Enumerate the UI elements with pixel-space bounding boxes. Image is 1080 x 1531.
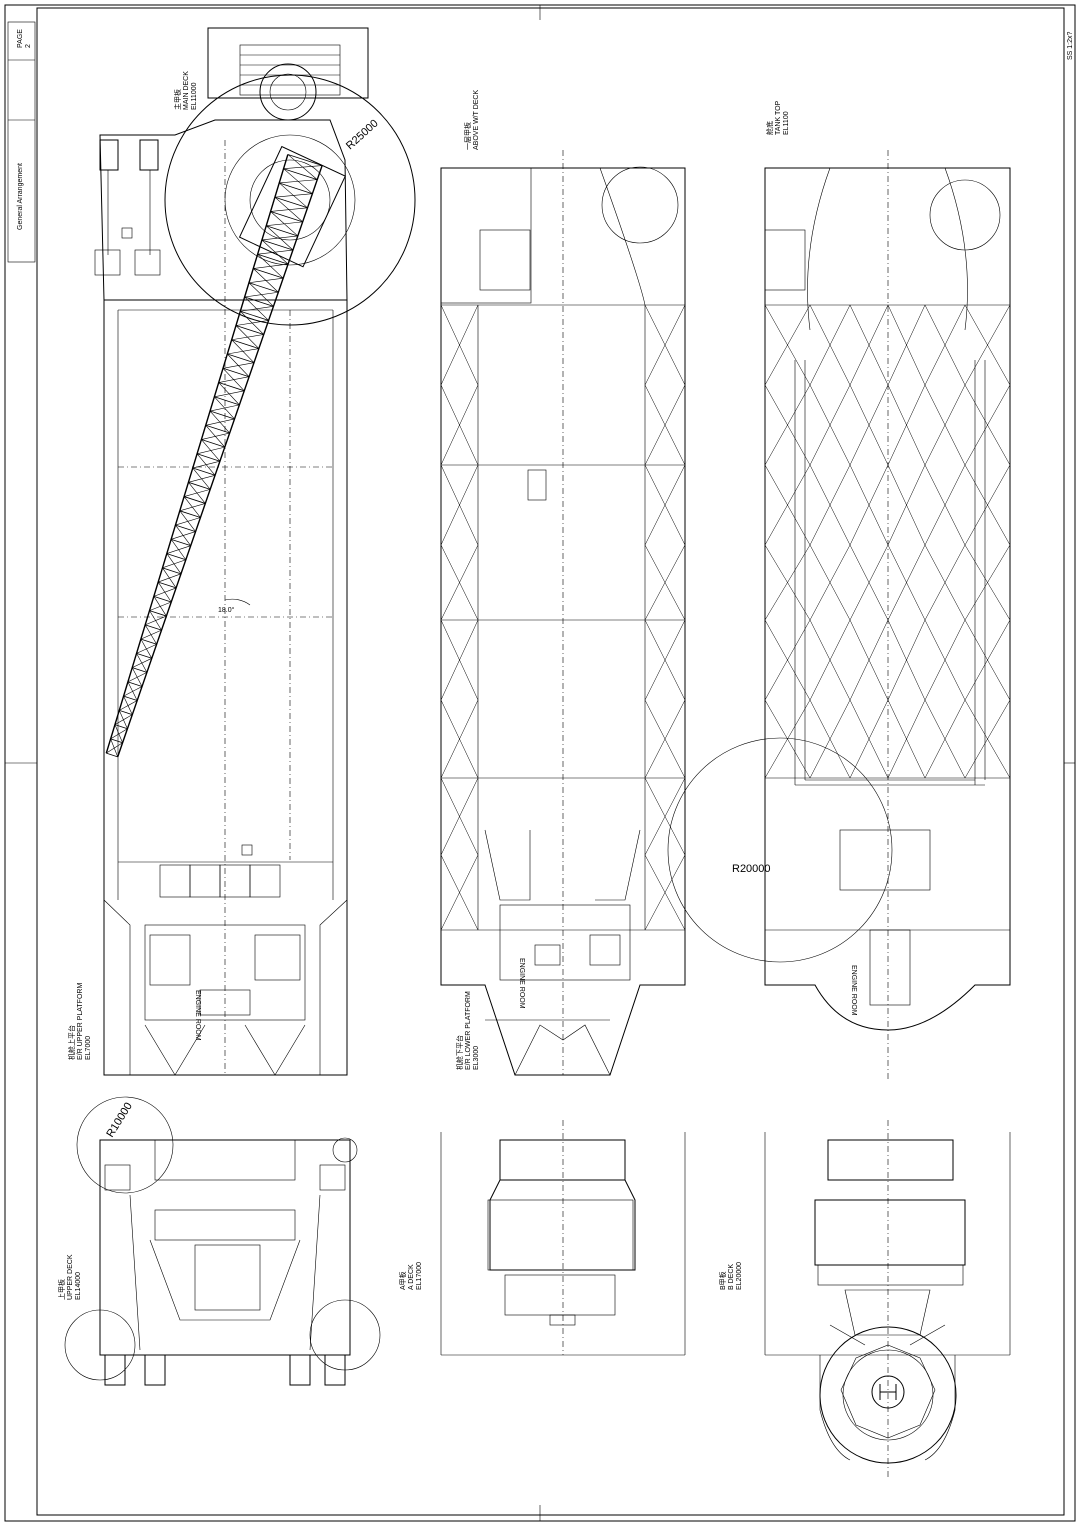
above-wt-title-en: ABOVE W/T DECK xyxy=(473,90,480,150)
b-deck-view: B甲板 B DECK EL20000 xyxy=(718,1120,1011,1480)
b-deck-title-cn: B甲板 xyxy=(718,1271,727,1290)
tank-top-title-en: TANK TOP xyxy=(775,100,782,135)
tank-top-radius-label: R20000 xyxy=(732,863,771,875)
above-wt-title-cn: 一层甲板 xyxy=(463,122,472,150)
tank-top-elevation: EL1100 xyxy=(783,111,790,135)
a-deck-title-en: A DECK xyxy=(408,1264,415,1290)
tank-top-title-cn: 舱底 xyxy=(765,121,774,135)
crane-boom xyxy=(105,154,323,758)
boom-angle-label: 18.0° xyxy=(218,606,235,614)
engine-room-label-tank: ENGINE ROOM xyxy=(850,965,857,1016)
b-deck-title-en: B DECK xyxy=(728,1264,735,1290)
main-deck-title-en: MAIN DECK xyxy=(183,71,190,110)
upper-platform-title-cn: 机舱上平台 xyxy=(67,1025,76,1060)
b-deck-elevation: EL20000 xyxy=(736,1262,743,1290)
upper-platform-title-en: E/R UPPER PLATFORM xyxy=(77,983,84,1060)
a-deck-elevation: EL17000 xyxy=(416,1262,423,1290)
right-strip-scale: SS 1:2x? xyxy=(1067,31,1074,60)
strip-page-number: 2 xyxy=(25,44,32,48)
a-deck-title-cn: A甲板 xyxy=(398,1271,407,1290)
upper-deck-radius-arc xyxy=(76,1096,174,1194)
upper-deck-view: R10000 上甲板 UPPER DECK EL14000 xyxy=(57,1096,381,1386)
a-deck-view: A甲板 A DECK EL17000 xyxy=(398,1120,686,1356)
engine-room-label-upper: ENGINE ROOM xyxy=(194,990,201,1041)
main-deck-view: R25000 18.0° ENGINE ROOM 主甲板 MAIN DECK E… xyxy=(67,27,416,1076)
lower-platform-elevation: EL3000 xyxy=(473,1046,480,1070)
upper-deck-radius-label: R10000 xyxy=(104,1101,135,1140)
crane-radius-label: R25000 xyxy=(344,118,381,153)
tank-top-view: R20000 ENGINE ROOM 舱底 TANK TOP EL1100 xyxy=(667,100,1011,1080)
title-strip: PAGE 2 General Arrangement SS 1:2x? xyxy=(7,21,1074,263)
upper-platform-elevation: EL7000 xyxy=(85,1036,92,1060)
lower-platform-view: ENGINE ROOM 一层甲板 ABOVE W/T DECK 机舱下平台 E/… xyxy=(440,90,686,1076)
sheet-outer-border xyxy=(4,4,1076,1522)
lower-platform-title-en: E/R LOWER PLATFORM xyxy=(465,991,472,1070)
sheet-inner-border xyxy=(36,7,1065,1516)
main-deck-elevation: EL11000 xyxy=(191,82,198,110)
upper-deck-elevation: EL14000 xyxy=(75,1272,82,1300)
tank-top-radius-arc xyxy=(667,737,893,963)
main-deck-title-cn: 主甲板 xyxy=(173,89,182,110)
crane-slew-radius xyxy=(164,74,416,326)
upper-deck-title-cn: 上甲板 xyxy=(57,1279,66,1300)
engine-room-label-lower: ENGINE ROOM xyxy=(518,958,525,1009)
upper-deck-title-en: UPPER DECK xyxy=(67,1254,74,1300)
strip-page-label: PAGE xyxy=(17,29,24,48)
lower-platform-title-cn: 机舱下平台 xyxy=(455,1035,464,1070)
strip-drawing-title: General Arrangement xyxy=(17,163,24,230)
